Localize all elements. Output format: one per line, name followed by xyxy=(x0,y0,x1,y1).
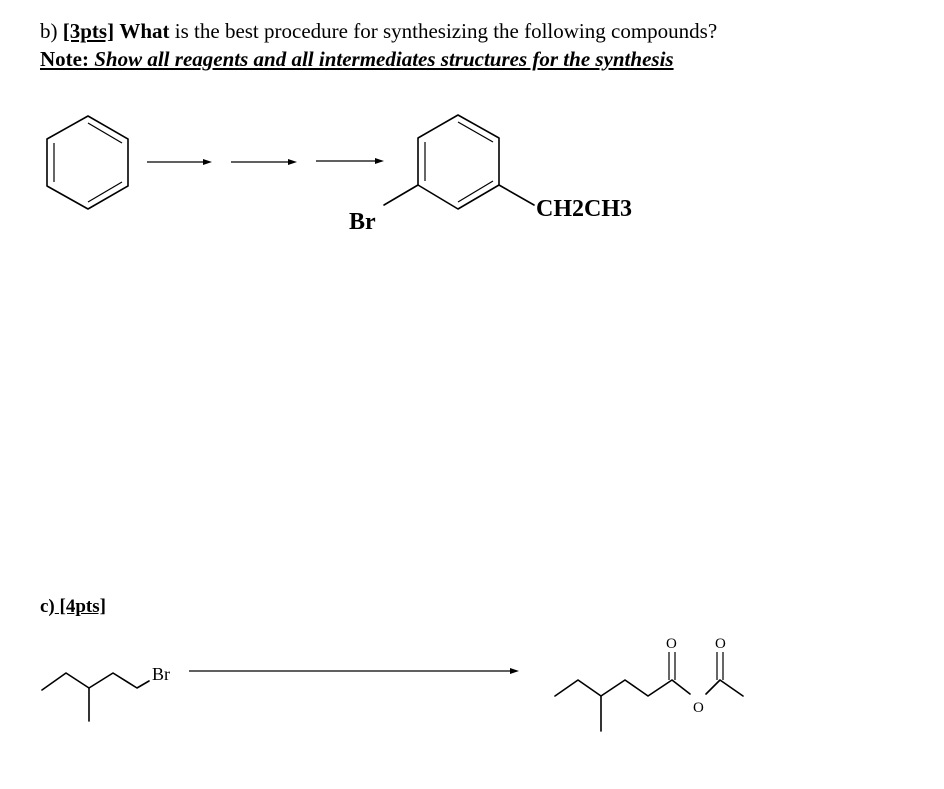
reactant-br-label: Br xyxy=(152,664,170,684)
arrow-step-2 xyxy=(231,159,297,165)
benzene-product xyxy=(383,114,535,210)
question-b-text: is the best procedure for synthesizing t… xyxy=(169,19,718,43)
note-text: Show all reagents and all intermediates … xyxy=(88,47,674,71)
ethyl-label: CH2CH3 xyxy=(536,196,632,222)
arrow-step-3 xyxy=(316,158,384,164)
question-b: b) [3pts] What is the best procedure for… xyxy=(40,18,717,44)
question-c: c) [4pts] xyxy=(40,594,106,620)
question-c-prefix: c) xyxy=(40,596,55,617)
carbonyl-o-1: O xyxy=(666,636,677,652)
anhydride-o: O xyxy=(693,700,704,716)
benzene-reactant xyxy=(46,115,129,210)
arrow-part-c xyxy=(189,668,519,674)
alkyl-bromide-reactant xyxy=(41,672,150,722)
question-c-points: [4pts] xyxy=(54,596,106,617)
note-label: Note: xyxy=(40,47,89,71)
question-b-bold-word: What xyxy=(119,19,170,43)
question-b-points: [3pts] xyxy=(62,19,115,43)
carbonyl-o-2: O xyxy=(715,636,726,652)
ester-product xyxy=(554,652,744,732)
arrow-step-1 xyxy=(147,159,212,165)
question-b-prefix: b) xyxy=(40,19,63,43)
note-line: Note: Show all reagents and all intermed… xyxy=(40,46,674,72)
bromo-label: Br xyxy=(349,209,376,235)
